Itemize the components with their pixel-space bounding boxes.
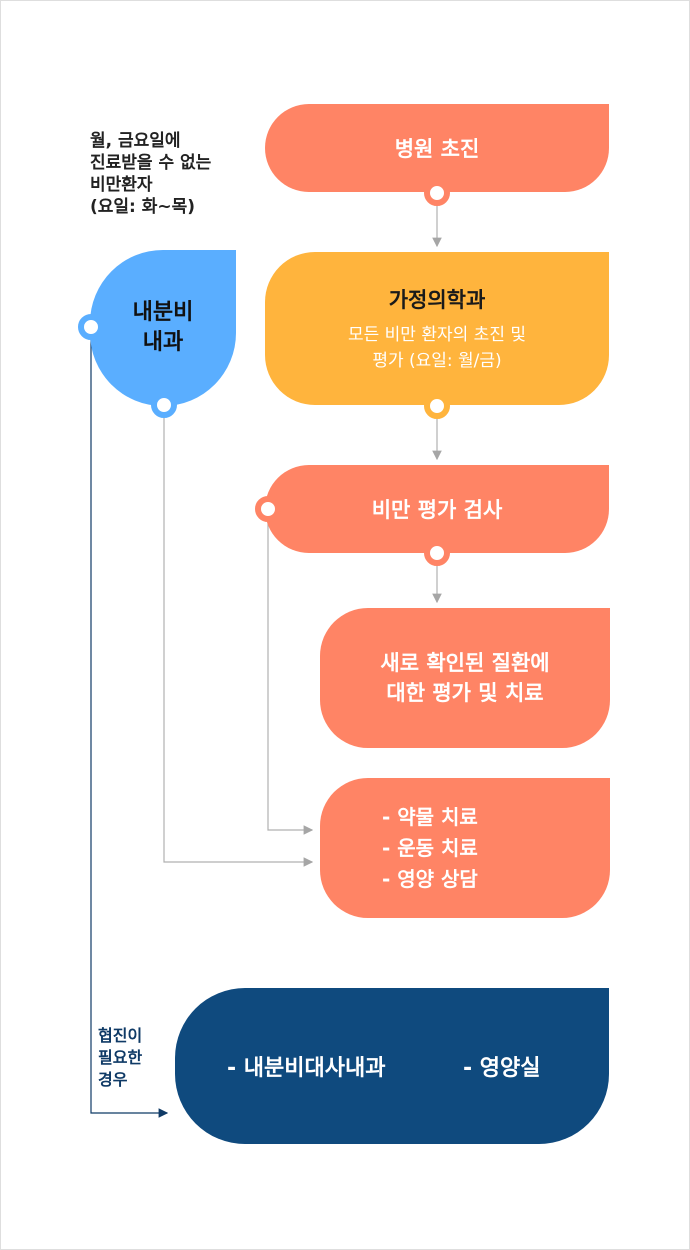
- step-new-disease: 새로 확인된 질환에 대한 평가 및 치료: [320, 608, 610, 748]
- step-family-medicine-title: 가정의학과: [388, 287, 486, 312]
- note-line: 비만환자: [90, 175, 153, 195]
- collab-condition-line: 협진이: [98, 1026, 143, 1045]
- step-obesity-test-label: 비만 평가 검사: [371, 498, 503, 522]
- step-obesity-test: 비만 평가 검사: [265, 465, 609, 553]
- collab-condition-label: 협진이 필요한 경우: [98, 1025, 142, 1091]
- collab-item: - 영양실: [463, 1056, 541, 1081]
- arrow-step3-step5: [267, 518, 314, 835]
- step-family-medicine-line: 평가 (요일: 월/금): [372, 350, 502, 371]
- treatment-item: - 약물 치료: [382, 804, 478, 829]
- dot-step1-bottom: [424, 180, 450, 206]
- endocrinology-line: 내분비: [132, 300, 194, 325]
- dot-endo-left: [78, 314, 104, 340]
- step-first-visit: 병원 초진: [265, 104, 609, 192]
- step-new-disease-line: 새로 확인된 질환에: [380, 651, 550, 675]
- endocrinology-line: 내과: [142, 330, 184, 355]
- collab-item: - 내분비대사내과: [227, 1056, 386, 1081]
- step-new-disease-line: 대한 평가 및 치료: [386, 681, 544, 705]
- note-line: 진료받을 수 없는: [90, 153, 212, 173]
- step-family-medicine: 가정의학과 모든 비만 환자의 초진 및 평가 (요일: 월/금): [265, 252, 609, 405]
- dot-step3-bottom: [424, 540, 450, 566]
- dot-step2-bottom: [424, 393, 450, 419]
- treatment-item: - 영양 상담: [382, 866, 478, 891]
- note-line: (요일: 화~목): [90, 197, 196, 217]
- arrow-endo-collab: [90, 337, 169, 1118]
- step-collaboration: - 내분비대사내과 - 영양실: [175, 988, 609, 1144]
- treatment-item: - 운동 치료: [382, 835, 478, 860]
- step-first-visit-label: 병원 초진: [394, 137, 480, 161]
- note-line: 월, 금요일에: [90, 131, 181, 151]
- endocrinology-node: 내분비 내과: [90, 250, 236, 406]
- step-treatment: - 약물 치료 - 운동 치료 - 영양 상담: [320, 778, 610, 918]
- arrow-endo-step5: [163, 415, 314, 867]
- collab-condition-line: 필요한: [98, 1048, 143, 1067]
- step-family-medicine-line: 모든 비만 환자의 초진 및: [347, 324, 526, 345]
- dot-step3-left: [255, 496, 281, 522]
- note-text: 월, 금요일에 진료받을 수 없는 비만환자 (요일: 화~목): [90, 130, 250, 218]
- collab-condition-line: 경우: [98, 1070, 128, 1089]
- dot-endo-bottom: [151, 392, 177, 418]
